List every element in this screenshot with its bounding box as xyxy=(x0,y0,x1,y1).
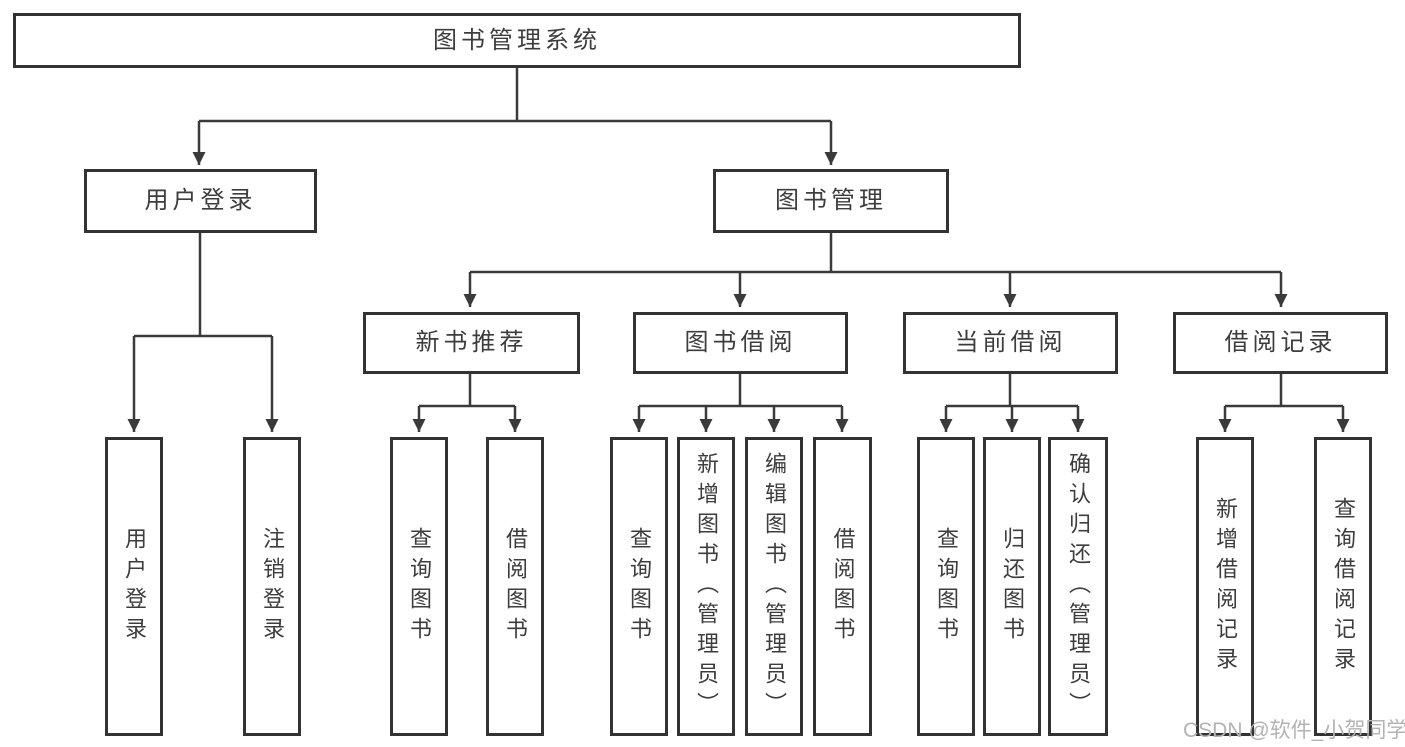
node-label: 借阅记录 xyxy=(1224,329,1337,356)
node-borrow-edit-books-admin: 编辑图书（管理员） xyxy=(745,437,803,736)
node-borrow-query-books: 查询图书 xyxy=(610,437,668,736)
node-label: 用户登录 xyxy=(144,187,257,214)
node-label: 查询图书 xyxy=(934,526,959,647)
node-label: 确认归还（管理员） xyxy=(1066,451,1091,722)
node-login-user-login: 用户登录 xyxy=(105,437,163,736)
node-label: 归还图书 xyxy=(1000,526,1025,647)
node-label: 新增图书（管理员） xyxy=(694,451,719,722)
node-records-query-borrow-record: 查询借阅记录 xyxy=(1314,437,1372,736)
node-label: 图书管理 xyxy=(775,187,887,214)
node-label: 查询图书 xyxy=(627,526,652,647)
node-user-login: 用户登录 xyxy=(84,169,317,233)
node-recommend-query-books: 查询图书 xyxy=(390,437,448,736)
node-label: 注销登录 xyxy=(260,526,285,647)
node-label: 新增借阅记录 xyxy=(1213,496,1238,677)
node-borrow-add-books-admin: 新增图书（管理员） xyxy=(677,437,735,736)
node-label: 借阅图书 xyxy=(503,526,528,647)
node-current-confirm-return-admin: 确认归还（管理员） xyxy=(1048,437,1108,736)
node-label: 用户登录 xyxy=(122,526,147,647)
node-label: 借阅图书 xyxy=(830,526,856,647)
node-recommend-borrow-books: 借阅图书 xyxy=(486,437,544,736)
node-label: 查询图书 xyxy=(407,526,432,647)
node-label: 查询借阅记录 xyxy=(1331,496,1356,677)
node-borrowing-records: 借阅记录 xyxy=(1173,312,1388,374)
node-current-query-books: 查询图书 xyxy=(917,437,975,736)
node-login-logout: 注销登录 xyxy=(243,437,301,736)
node-book-borrowing: 图书借阅 xyxy=(633,312,848,374)
node-label: 编辑图书（管理员） xyxy=(762,451,787,722)
node-borrow-borrow-books: 借阅图书 xyxy=(813,437,872,736)
node-label: 图书借阅 xyxy=(684,329,797,356)
node-current-borrowing: 当前借阅 xyxy=(903,312,1118,374)
node-label: 当前借阅 xyxy=(954,329,1067,356)
node-book-management: 图书管理 xyxy=(713,169,949,233)
node-new-book-recommend: 新书推荐 xyxy=(363,312,580,374)
node-label: 新书推荐 xyxy=(415,329,528,356)
node-current-return-books: 归还图书 xyxy=(983,437,1041,736)
node-records-add-borrow-record: 新增借阅记录 xyxy=(1196,437,1254,736)
node-library-management-system: 图书管理系统 xyxy=(13,13,1021,68)
node-label: 图书管理系统 xyxy=(433,26,601,54)
csdn-watermark: CSDN @软件_小贺同学 xyxy=(1183,719,1405,742)
